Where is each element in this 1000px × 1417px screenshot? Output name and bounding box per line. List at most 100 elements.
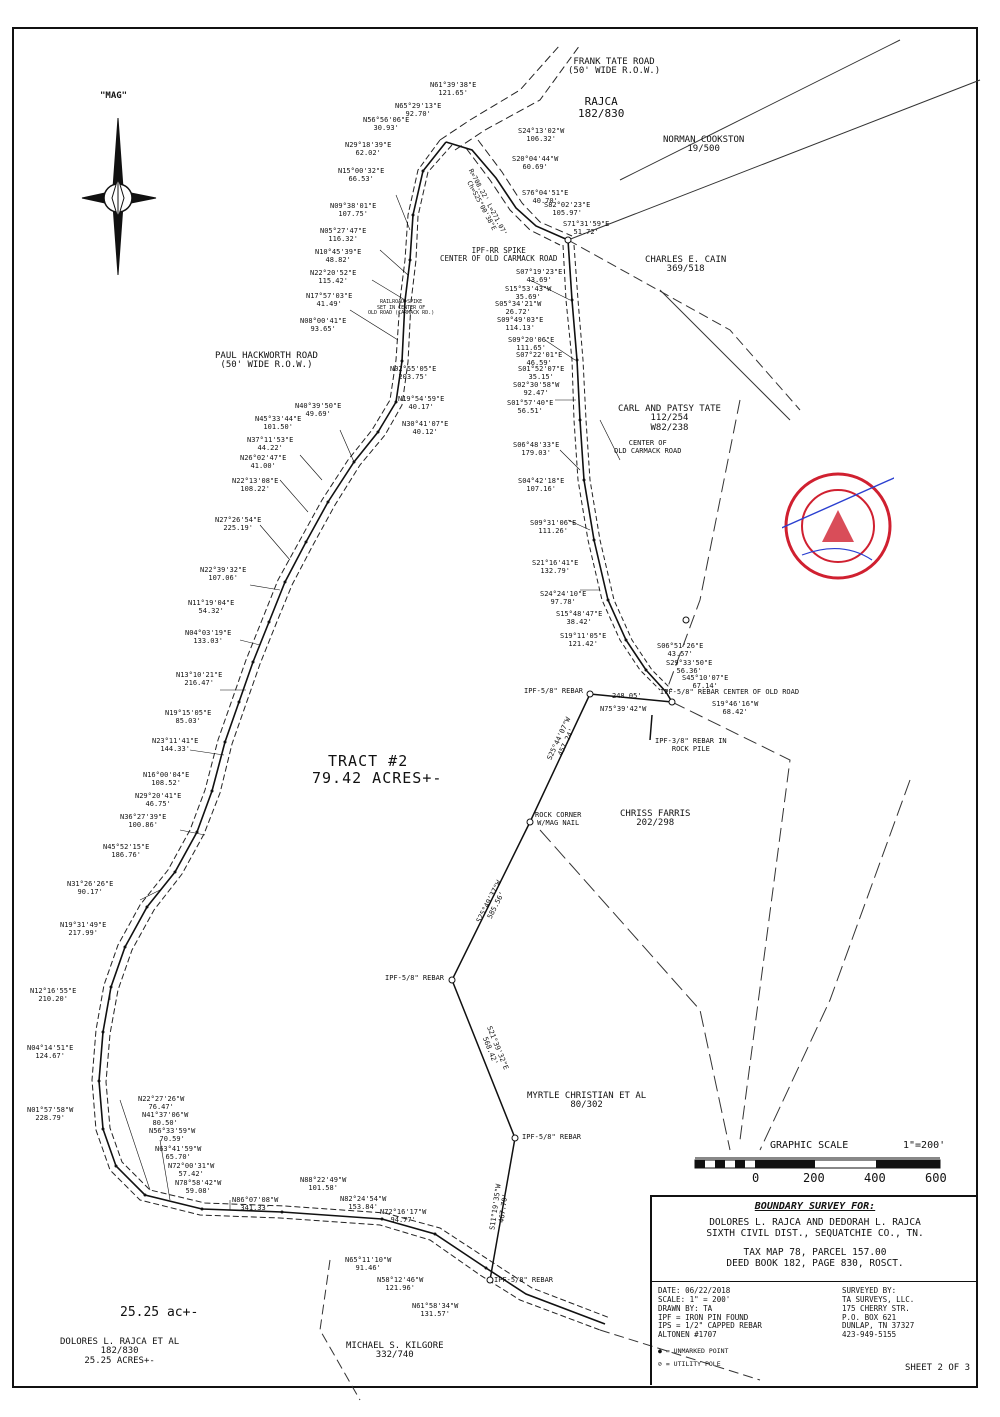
- call-west: N45°52'15"E 186.76': [103, 843, 150, 859]
- call-west: N23°11'41"E 144.33': [152, 737, 199, 753]
- call-south: N72°16'17"W 94.77': [380, 1208, 427, 1224]
- sheet-number: SHEET 2 OF 3: [904, 1363, 970, 1373]
- old-carmack-road: [562, 244, 673, 691]
- corner-markers: [448, 236, 690, 1284]
- call-east: S09°49'03"E 114.13': [497, 316, 544, 332]
- leader-lines: [109, 194, 621, 1210]
- call-south: N22°27'26"W 76.47': [138, 1095, 185, 1111]
- call-east: S19°11'05"E 121.42': [560, 632, 607, 648]
- call-west: N36°27'39"E 100.86': [120, 813, 167, 829]
- call-west: N27°26'54"E 225.19': [215, 516, 262, 532]
- surveyor-seal-icon: [782, 472, 894, 580]
- call-south: N61°58'34"W 131.57': [412, 1302, 459, 1318]
- call-east: S45°10'07"E 67.14': [682, 674, 729, 690]
- call-west: N65°29'13"E 92.70': [395, 102, 442, 118]
- scale-tick: 200: [803, 1171, 825, 1185]
- call-west: N04°14'51"E 124.67': [27, 1044, 74, 1060]
- railroad-spike-label: RAILROAD SPIKE SET IN CENTER OF OLD ROAD…: [368, 299, 435, 316]
- call-west: N40°39'50"E 49.69': [295, 402, 342, 418]
- call-west: N09°38'01"E 107.75': [330, 202, 377, 218]
- call-east: S07°19'23"E 43.69': [516, 268, 563, 284]
- call-south: N41°37'06"W 80.50': [142, 1111, 189, 1127]
- call-east: S24°24'10"E 97.78': [540, 590, 587, 606]
- call-west: N15°00'32"E 66.53': [338, 167, 385, 183]
- call-south: N88°22'49"W 101.58': [300, 1176, 347, 1192]
- sheet-border: [12, 27, 978, 1388]
- interior-boundary: [451, 693, 673, 1281]
- monument-rock-corner: ROCK CORNER W/MAG NAIL: [535, 811, 582, 827]
- call-east: S71°31'59"E 51.72': [563, 220, 610, 236]
- owner-chriss-farris: CHRISS FARRIS 202/298: [620, 809, 691, 829]
- graphic-scale: [694, 1157, 941, 1169]
- call-west: N22°20'52"E 115.42': [310, 269, 357, 285]
- call-east: S82°02'23"E 105.97': [544, 201, 591, 217]
- frank-tate-road-label: FRANK TATE ROAD (50' WIDE R.O.W.): [568, 57, 661, 77]
- call-west: N37°11'53"E 44.22': [247, 436, 294, 452]
- title-block: BOUNDARY SURVEY FOR: DOLORES L. RAJCA AN…: [650, 1195, 978, 1385]
- title-line-2: SIXTH CIVIL DIST., SEQUATCHIE CO., TN.: [706, 1228, 924, 1239]
- call-west: N08°00'41"E 93.65': [300, 317, 347, 333]
- owner-charles-cain: CHARLES E. CAIN 369/518: [645, 255, 727, 275]
- call-west: N29°18'39"E 62.02': [345, 141, 392, 157]
- call-south: N58°12'46"W 121.96': [377, 1276, 424, 1292]
- call-west: N04°03'19"E 133.03': [185, 629, 232, 645]
- call-east: S01°52'07"E 35.15': [518, 365, 565, 381]
- title-divider: [652, 1281, 978, 1282]
- call-south: N72°00'31"W 57.42': [168, 1162, 215, 1178]
- call-west: N45°33'44"E 101.50': [255, 415, 302, 431]
- call-east: S15°53'43"W 35.69': [505, 285, 552, 301]
- owner-carl-patsy-tate: CARL AND PATSY TATE 112/254 W82/238: [618, 404, 721, 433]
- call-east: S01°57'40"E 56.51': [507, 399, 554, 415]
- title-heading: BOUNDARY SURVEY FOR:: [754, 1201, 876, 1212]
- monument-ipf-rebar-2: IPF-5/8" REBAR: [385, 974, 445, 982]
- call-east: S24°13'02"W 106.32': [518, 127, 565, 143]
- interior-call-d248: 248.05': [612, 692, 642, 700]
- call-east: S05°34'21"W 26.72': [495, 300, 542, 316]
- call-west: N13°10'21"E 216.47': [176, 671, 223, 687]
- call-east: S09°20'06"E 111.65': [508, 336, 555, 352]
- call-east: S09°31'06"E 111.26': [530, 519, 577, 535]
- call-west: N56°56'06"E 30.93': [363, 116, 410, 132]
- title-line-4: DEED BOOK 182, PAGE 830, ROSCT.: [726, 1258, 904, 1269]
- call-west: N30°41'07"E 40.12': [402, 420, 449, 436]
- call-east: S20°04'44"W 60.69': [512, 155, 559, 171]
- call-east: S02°30'58"W 92.47': [513, 381, 560, 397]
- call-west: N01°57'58"W 228.79': [27, 1106, 74, 1122]
- legend-utility-pole: ⊘ = UTILITY POLE: [658, 1360, 721, 1368]
- owner-dolores-rajca: DOLORES L. RAJCA ET AL 182/830 25.25 ACR…: [60, 1337, 180, 1366]
- call-west: N19°15'05"E 85.03': [165, 709, 212, 725]
- call-east: S06°48'33"E 179.03': [513, 441, 560, 457]
- rebar-center-old-road-label: IPF-5/8" REBAR CENTER OF OLD ROAD: [660, 688, 800, 696]
- acres-left-label: 25.25 ac+-: [120, 1305, 199, 1320]
- call-west: N12°16'55"E 210.20': [30, 987, 77, 1003]
- scale-tick: 400: [864, 1171, 886, 1185]
- title-info-left: DATE: 06/22/2018 SCALE: 1" = 200' DRAWN …: [658, 1286, 762, 1340]
- monument-ipf-rock-pile: IPF-3/8" REBAR IN ROCK PILE: [655, 737, 727, 753]
- monument-ipf-rebar-1: IPF-5/8" REBAR: [524, 687, 584, 695]
- interior-call-n75: N75°39'42"W: [600, 705, 647, 713]
- call-east: S07°22'01"E 46.59': [516, 351, 563, 367]
- monument-ipf-rebar-3: IPF-5/8" REBAR: [522, 1133, 582, 1141]
- owner-rajca-top: RAJCA 182/830: [578, 95, 625, 120]
- call-east: S29°33'50"E 56.36': [666, 659, 713, 675]
- owner-norman-cookston: NORMAN COOKSTON 19/500: [663, 135, 745, 155]
- scale-tick: 600: [925, 1171, 947, 1185]
- title-line-3: TAX MAP 78, PARCEL 157.00: [743, 1247, 887, 1258]
- call-west: N26°02'47"E 41.00': [240, 454, 287, 470]
- frank-tate-road: [439, 44, 581, 246]
- call-east: S06°51'26"E 43.57': [657, 642, 704, 658]
- call-south: N78°58'42"W 59.08': [175, 1179, 222, 1195]
- owner-myrtle-christian: MYRTLE CHRISTIAN ET AL 80/302: [527, 1091, 647, 1111]
- call-west: N31°26'26"E 90.17': [67, 880, 114, 896]
- call-west: N22°13'08"E 108.22': [232, 477, 279, 493]
- tract-name: TRACT #2: [328, 752, 409, 770]
- call-west: N17°57'03"E 41.49': [306, 292, 353, 308]
- call-west: N11°19'04"E 54.32': [188, 599, 235, 615]
- call-south: N65°11'10"W 91.46': [345, 1256, 392, 1272]
- call-west: N29°20'41"E 46.75': [135, 792, 182, 808]
- tract-boundary-west: [98, 141, 606, 1325]
- neighbor-lines: [319, 39, 981, 1401]
- scale-ratio: 1"=200': [903, 1140, 946, 1151]
- call-west: N22°39'32"E 107.06': [200, 566, 247, 582]
